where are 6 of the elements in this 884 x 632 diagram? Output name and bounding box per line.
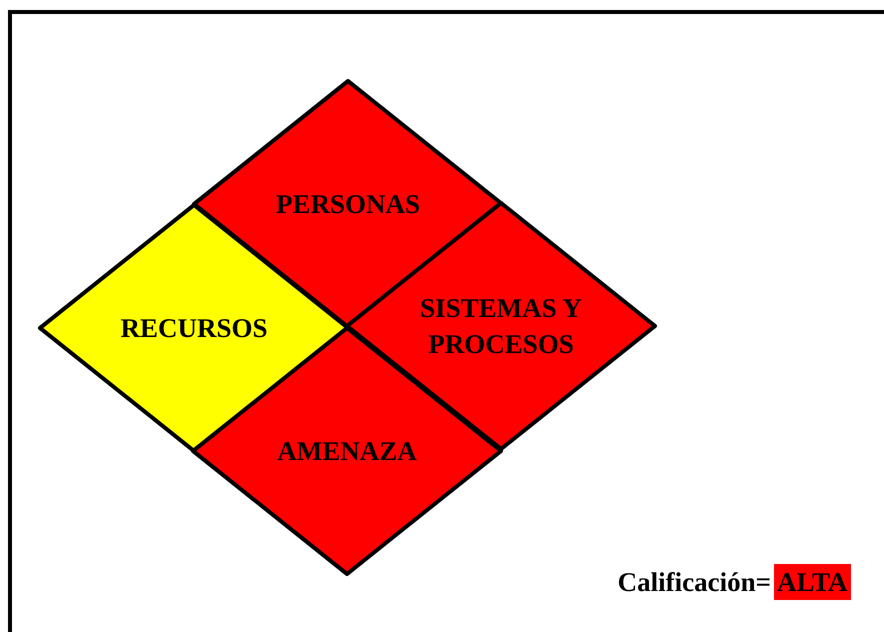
section-label: SISTEMAS Y PROCESOS [419, 292, 583, 361]
section-label: RECURSOS [120, 312, 268, 345]
rating-badge: ALTA [774, 564, 851, 600]
rating-label: Calificación= [618, 566, 771, 598]
section-label: AMENAZA [277, 434, 417, 468]
section-label: PERSONAS [276, 188, 420, 221]
